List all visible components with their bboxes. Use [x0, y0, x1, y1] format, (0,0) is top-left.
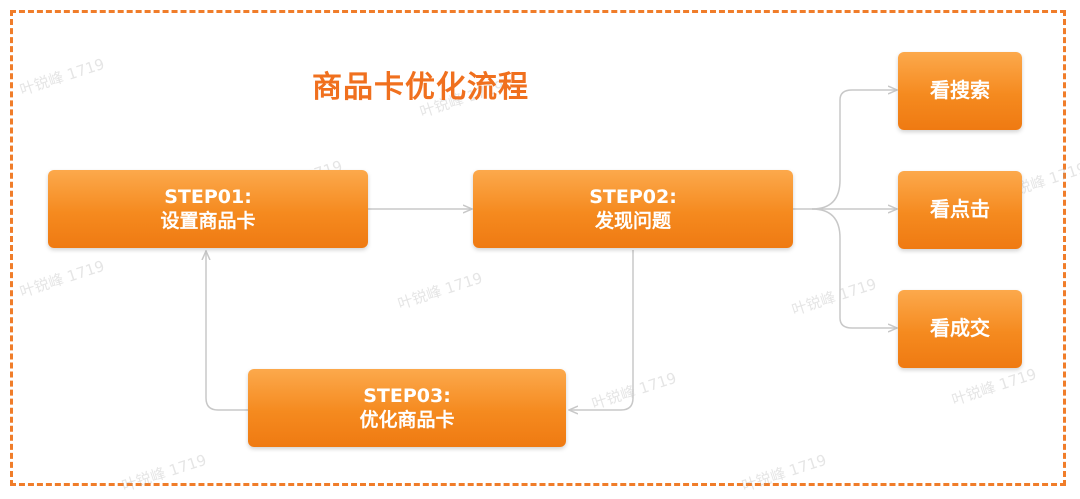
step01-box: STEP01: 设置商品卡: [48, 170, 368, 248]
branch-click-label: 看点击: [930, 197, 990, 222]
branch-search-box: 看搜索: [898, 52, 1022, 130]
branch-search-label: 看搜索: [930, 78, 990, 103]
step02-label: 发现问题: [594, 210, 671, 232]
diagram-title: 商品卡优化流程: [312, 70, 529, 105]
branch-click-box: 看点击: [898, 171, 1022, 249]
step01-number: STEP01:: [164, 185, 252, 208]
step02-number: STEP02:: [589, 185, 677, 208]
step03-label: 优化商品卡: [359, 409, 455, 431]
branch-deal-box: 看成交: [898, 290, 1022, 368]
step01-label: 设置商品卡: [160, 210, 256, 232]
step03-box: STEP03: 优化商品卡: [248, 369, 566, 447]
step03-number: STEP03:: [363, 384, 451, 407]
step02-box: STEP02: 发现问题: [473, 170, 793, 248]
branch-deal-label: 看成交: [930, 316, 990, 341]
dashed-border-frame: [10, 10, 1066, 486]
